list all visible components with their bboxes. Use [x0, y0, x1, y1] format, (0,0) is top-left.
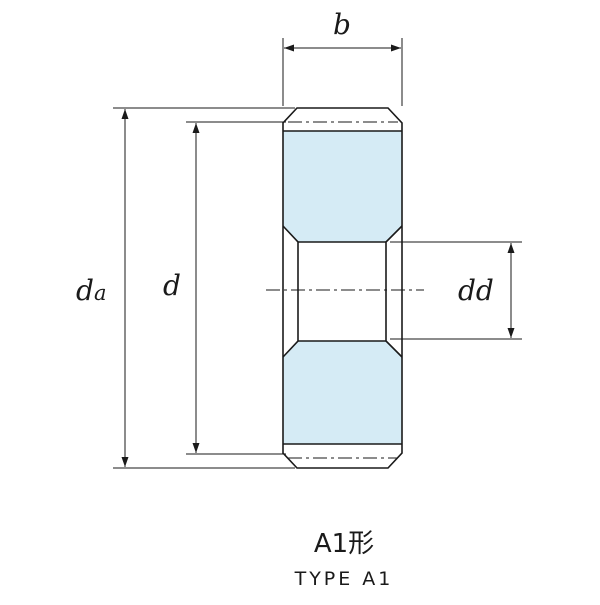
da-label: da [76, 274, 106, 307]
type-caption-jp: A1形 [314, 529, 374, 559]
type-caption-en: TYPE A1 [294, 568, 394, 590]
gear-outline-bottom [282, 444, 403, 469]
lower-web-section [283, 341, 402, 444]
dd-label: dd [458, 274, 494, 307]
bore-outline-right [385, 225, 403, 358]
da-label-main: d [76, 274, 94, 307]
d-label: d [163, 269, 181, 302]
b-label: b [333, 8, 351, 41]
da-label-sub: a [94, 281, 107, 305]
upper-web-section [283, 131, 402, 242]
gear-outline-top [282, 107, 403, 131]
bore-outline [282, 225, 299, 358]
